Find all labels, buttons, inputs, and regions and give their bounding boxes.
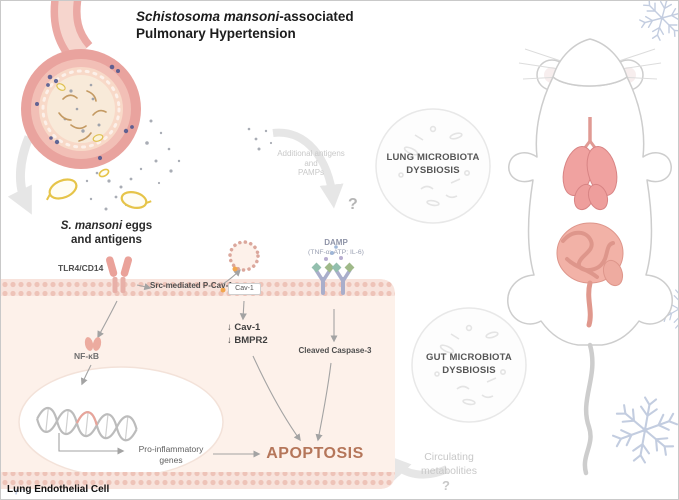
circulating-metabolites-label: Circulating metabolities bbox=[420, 451, 478, 477]
caveolin-1-tag: Cav-1 bbox=[228, 283, 261, 295]
lung-microbiota-label: LUNG MICROBIOTA DYSBIOSIS bbox=[386, 152, 480, 176]
mouse-head bbox=[552, 38, 628, 87]
damp-receptor-icons bbox=[309, 245, 357, 295]
membrane-band-top bbox=[1, 279, 395, 296]
lungs-icon bbox=[562, 117, 618, 211]
tlr4-receptor-icon bbox=[105, 256, 133, 293]
egg-icons bbox=[46, 168, 152, 209]
vessel-debris bbox=[35, 64, 134, 161]
mouse-whiskers bbox=[518, 48, 662, 80]
membrane-band-bottom bbox=[1, 472, 395, 489]
vessel-illustration bbox=[21, 1, 141, 169]
title-species: Schistosoma mansoni bbox=[136, 9, 280, 24]
eggs-antigens-label: S. mansoni eggs and antigens bbox=[60, 220, 153, 246]
cleaved-caspase3-label: Cleaved Caspase-3 bbox=[298, 346, 372, 355]
mouse-body bbox=[507, 76, 673, 346]
proinflammatory-genes-label: Pro-inflammatory genes bbox=[138, 444, 204, 465]
nfkb-icon bbox=[84, 337, 102, 351]
figure-title: Schistosoma mansoni-associated Pulmonary… bbox=[136, 8, 354, 42]
question-mark-top: ? bbox=[348, 196, 358, 213]
mouse-illustration bbox=[507, 38, 673, 476]
cell-caption: Lung Endothelial Cell bbox=[7, 484, 110, 495]
gut-microbiota-label: GUT MICROBIOTA DYSBIOSIS bbox=[425, 352, 512, 376]
title-line2: Pulmonary Hypertension bbox=[136, 26, 296, 41]
damp-label: DAMP (TNF-α; ATP; IL-6) bbox=[308, 238, 364, 256]
caveola-icon bbox=[220, 240, 260, 293]
src-pcav1-label: Src-mediated P-Cav-1 bbox=[150, 281, 233, 290]
antigen-speckles bbox=[85, 119, 273, 211]
mouse-tail bbox=[582, 342, 595, 476]
dna-icon bbox=[36, 406, 138, 442]
apoptosis-label: APOPTOSIS bbox=[266, 445, 364, 462]
signaling-arrows bbox=[58, 268, 338, 458]
title-suffix: -associated bbox=[279, 9, 354, 24]
lung-microbiota-circle bbox=[375, 108, 491, 224]
gut-icon bbox=[556, 222, 624, 328]
gut-microbiota-circle bbox=[411, 307, 527, 423]
tlr4-cd14-label: TLR4/CD14 bbox=[58, 263, 104, 273]
nfkb-label: NF-κB bbox=[74, 351, 100, 361]
faded-flow-arrows bbox=[7, 128, 449, 481]
downregulation-label: ↓ Cav-1 ↓ BMPR2 bbox=[227, 322, 268, 346]
question-mark-bottom: ? bbox=[442, 478, 450, 493]
additional-antigens-note: Additional antigens and PAMPs bbox=[277, 149, 345, 177]
